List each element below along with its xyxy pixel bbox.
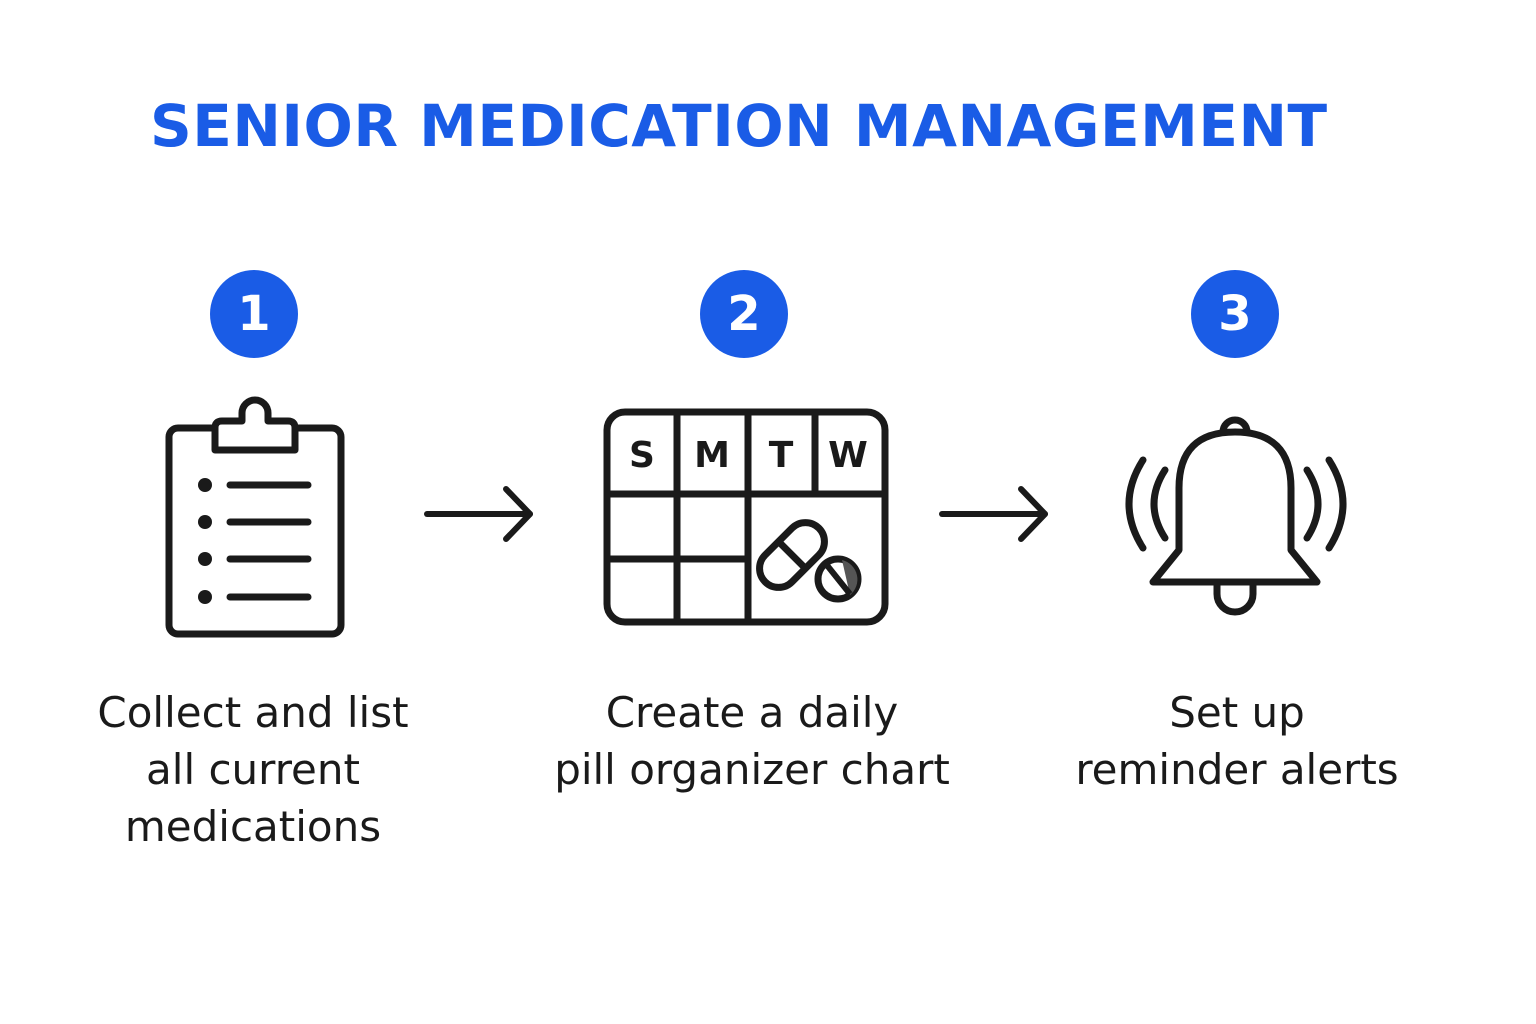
step-3-badge: 3: [1191, 270, 1279, 358]
round-tablet-icon: [814, 555, 862, 603]
step-3-caption: Set up reminder alerts: [1017, 684, 1457, 798]
pill-organizer-calendar-icon: S M T W: [603, 408, 889, 626]
caption-line: medications: [124, 802, 382, 851]
step-2-badge: 2: [700, 270, 788, 358]
caption-line: all current: [146, 745, 360, 794]
caption-line: Collect and list: [97, 688, 409, 737]
day-label-sunday: S: [629, 435, 655, 476]
arrow-right-icon: [424, 486, 533, 542]
capsule-pill-icon: [756, 519, 828, 591]
caption-line: pill organizer chart: [554, 745, 950, 794]
step-1-caption: Collect and list all current medications: [33, 684, 473, 855]
caption-line: Set up: [1169, 688, 1305, 737]
arrow-right-icon: [939, 486, 1048, 542]
step-1-badge: 1: [210, 270, 298, 358]
step-2-caption: Create a daily pill organizer chart: [532, 684, 972, 798]
ringing-bell-icon: [1125, 416, 1347, 616]
day-label-monday: M: [694, 435, 730, 476]
day-label-tuesday: T: [769, 435, 794, 476]
page-title: SENIOR MEDICATION MANAGEMENT: [150, 92, 1328, 160]
clipboard-list-icon: [165, 396, 345, 638]
caption-line: Create a daily: [605, 688, 899, 737]
caption-line: reminder alerts: [1075, 745, 1399, 794]
day-label-wednesday: W: [828, 435, 868, 476]
